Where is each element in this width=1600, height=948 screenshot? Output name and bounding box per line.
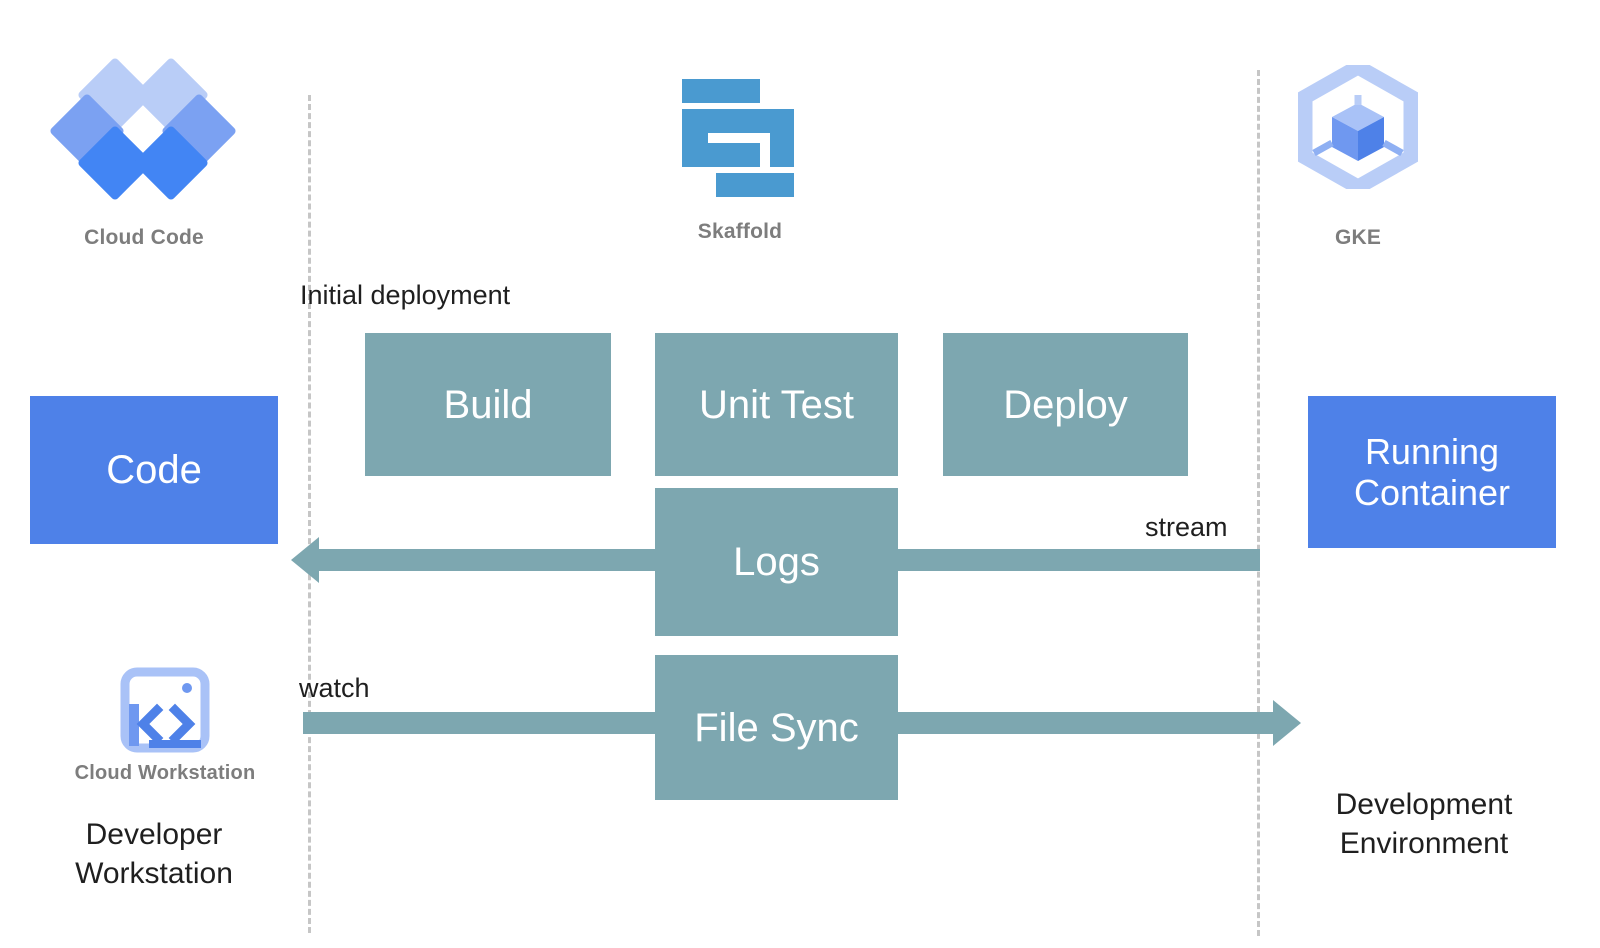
file-sync-arrow-shaft-left	[303, 712, 659, 734]
zone-development-environment-line2: Environment	[1339, 827, 1509, 860]
cloud-code-icon	[48, 56, 238, 202]
label-watch: watch	[299, 673, 370, 703]
zone-label-development-environment: Development Environment	[1300, 785, 1548, 863]
logo-cloud-code: Cloud Code	[34, 56, 254, 250]
logo-gke: GKE	[1258, 58, 1458, 250]
box-running-container[interactable]: Running Container	[1308, 396, 1556, 548]
cloud-code-art	[34, 56, 254, 202]
logo-cloud-workstation: Cloud Workstation	[40, 664, 290, 785]
box-logs[interactable]: Logs	[655, 488, 898, 636]
box-logs-label: Logs	[733, 540, 820, 584]
gke-icon	[1297, 58, 1419, 196]
zone-development-environment-line1: Development	[1335, 788, 1513, 821]
box-file-sync[interactable]: File Sync	[655, 655, 898, 800]
label-stream: stream	[1145, 512, 1228, 542]
zone-developer-workstation-line2: Workstation	[75, 857, 233, 890]
zone-developer-workstation-line1: Developer	[85, 818, 223, 851]
box-code-label: Code	[106, 448, 202, 492]
logo-caption-skaffold: Skaffold	[697, 220, 783, 243]
logo-caption-cloud-workstation: Cloud Workstation	[74, 762, 256, 784]
logs-arrow-shaft-right	[896, 549, 1260, 571]
file-sync-arrow-shaft-right	[896, 712, 1274, 734]
box-running-container-line1: Running	[1364, 430, 1500, 472]
boundary-line-right	[1257, 70, 1260, 936]
box-deploy-label: Deploy	[1003, 382, 1128, 427]
boundary-line-left	[308, 95, 311, 933]
zone-label-developer-workstation: Developer Workstation	[34, 815, 274, 893]
box-build[interactable]: Build	[365, 333, 611, 476]
skaffold-art	[630, 62, 850, 197]
box-unit-test[interactable]: Unit Test	[655, 333, 898, 476]
box-running-container-line2: Container	[1353, 472, 1511, 513]
box-code[interactable]: Code	[30, 396, 278, 544]
box-file-sync-label: File Sync	[694, 705, 859, 750]
cloud-workstation-icon	[119, 664, 211, 756]
logo-skaffold: Skaffold	[630, 62, 850, 244]
file-sync-arrow-head	[1273, 700, 1301, 746]
box-unit-test-label: Unit Test	[699, 382, 854, 427]
skaffold-icon	[682, 67, 798, 197]
logs-arrow-shaft-left	[318, 549, 658, 571]
label-initial-deployment: Initial deployment	[300, 280, 511, 310]
gke-art	[1258, 58, 1458, 196]
box-deploy[interactable]: Deploy	[943, 333, 1188, 476]
logs-arrow-head	[291, 537, 319, 583]
logo-caption-gke: GKE	[1334, 226, 1382, 249]
logo-caption-cloud-code: Cloud Code	[84, 226, 204, 249]
box-running-container-label: Running Container	[1354, 431, 1510, 514]
box-build-label: Build	[443, 382, 533, 427]
